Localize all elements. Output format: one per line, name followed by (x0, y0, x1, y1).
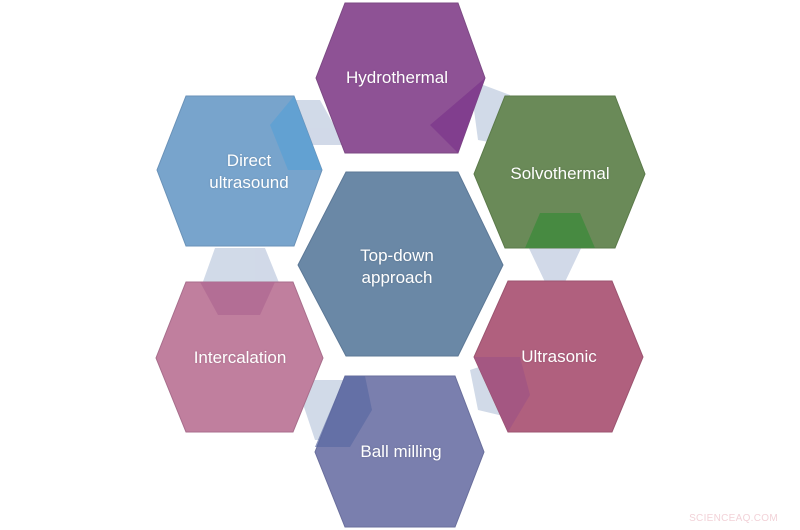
connector-solvo-ultra (525, 240, 585, 282)
hexagon-center (297, 171, 504, 357)
hexagon-hydrothermal (315, 2, 486, 154)
label-ultrasonic: Ultrasonic (521, 347, 597, 366)
label-direct-ultrasound: Direct ultrasound (209, 151, 289, 192)
label-ball-milling: Ball milling (360, 442, 442, 461)
label-intercalation: Intercalation (193, 348, 287, 367)
connector-direct-inter (200, 248, 282, 290)
label-solvothermal: Solvothermal (510, 164, 610, 183)
watermark: SCIENCEAQ.COM (689, 513, 778, 524)
label-hydrothermal: Hydrothermal (345, 68, 449, 87)
hexagon-ultrasonic (473, 280, 644, 433)
hexagon-direct-ultrasound (156, 95, 323, 247)
hexagon-intercalation (155, 281, 324, 433)
hexagon-ball-milling (314, 375, 485, 528)
hexagon-solvothermal (473, 95, 646, 249)
label-center-top-down: Top-down approach (360, 246, 434, 287)
